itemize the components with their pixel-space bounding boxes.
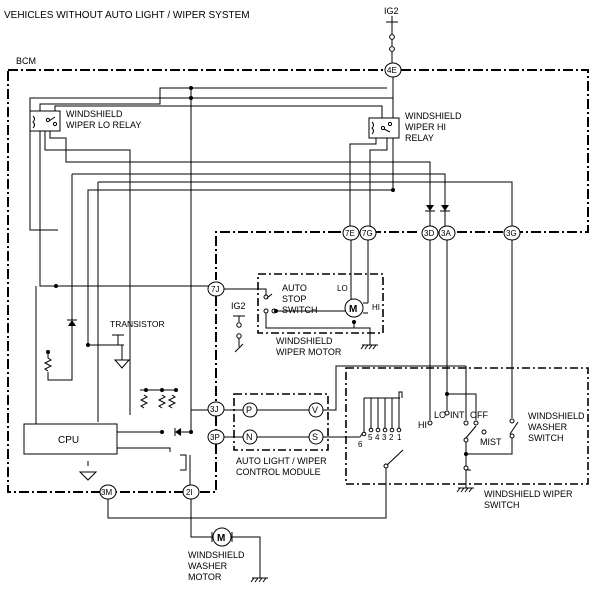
connector-3a: 3A [438,225,456,241]
cpu-label: CPU [58,435,79,446]
wiper-motor-label-1: WINDSHIELD [276,336,333,346]
connector-4e: 4E [384,62,402,78]
connector-3g: 3G [503,225,521,241]
svg-text:SWITCH: SWITCH [282,305,318,315]
svg-text:STOP: STOP [282,294,306,304]
wiper-motor-label-2: WIPER MOTOR [276,347,342,357]
svg-text:2I: 2I [186,488,193,497]
washer-motor: M [211,527,233,547]
svg-text:4: 4 [375,433,380,442]
svg-text:AUTO: AUTO [282,283,307,293]
washer-motor-label-3: MOTOR [188,572,222,582]
hi-relay-label-2: WIPER HI [405,122,446,132]
control-module-label-1: AUTO LIGHT / WIPER [236,456,327,466]
connector-7j: 7J [207,281,225,297]
connector-3m: 3M [99,484,117,500]
svg-text:IG2: IG2 [384,6,399,16]
control-module-label-2: CONTROL MODULE [236,467,321,477]
module-terminal-v: V [308,402,324,418]
svg-text:S: S [312,432,318,442]
sw-hi-label: HI [418,420,427,430]
diagram-title: VEHICLES WITHOUT AUTO LIGHT / WIPER SYST… [4,10,250,21]
svg-text:3D: 3D [424,229,434,238]
auto-stop-switch: AUTO STOP SWITCH [263,283,354,315]
wiper-motor: M LO HI [337,284,380,318]
svg-text:3A: 3A [441,229,451,238]
bcm-label: BCM [16,56,36,66]
transistor: TRANSISTOR [86,319,165,369]
svg-text:2: 2 [389,433,394,442]
washer-motor-label-1: WINDSHIELD [188,550,245,560]
svg-text:M: M [349,304,357,315]
washer-motor-label-2: WASHER [188,561,228,571]
hi-relay-label-1: WINDSHIELD [405,111,462,121]
connector-3p: 3P [207,429,225,445]
connector-7e: 7E [342,225,360,241]
washer-switch-label-1: WINDSHIELD [528,411,585,421]
cpu-block: CPU [23,423,118,455]
svg-text:6: 6 [358,440,363,449]
module-terminal-s: S [308,429,324,445]
sw-lo-label: LO [434,410,446,420]
module-terminal-p: P [242,402,258,418]
ig2-feed-mid: IG2 [231,301,246,353]
svg-text:IG2: IG2 [231,301,246,311]
diode-3d [425,205,435,226]
connector-3d: 3D [421,225,439,241]
connector-2i: 2I [182,484,200,500]
int-selector: 6 5 4 3 2 1 [358,391,403,449]
connector-3j: 3J [207,401,225,417]
ground-switch [456,487,474,493]
svg-text:N: N [246,432,253,442]
ig2-feed-top: IG2 [384,6,399,63]
internal-diode [67,319,77,326]
wiper-switch-label-1: WINDSHIELD WIPER [484,489,573,499]
diode-3a [440,205,450,226]
control-module-boundary [233,393,329,451]
svg-text:TRANSISTOR: TRANSISTOR [110,319,165,329]
wiper-switch-label-2: SWITCH [484,500,520,510]
lo-relay [29,110,61,132]
connector-7g: 7G [359,225,377,241]
svg-text:3: 3 [382,433,387,442]
svg-text:5: 5 [368,433,373,442]
svg-text:3J: 3J [210,405,218,414]
svg-text:M: M [217,533,225,544]
lo-relay-label-2: WIPER LO RELAY [66,120,141,130]
washer-switch-label-3: SWITCH [528,433,564,443]
svg-text:7J: 7J [211,285,219,294]
svg-text:1: 1 [397,433,402,442]
svg-text:3G: 3G [506,229,517,238]
svg-text:3M: 3M [101,488,112,497]
svg-text:7E: 7E [345,229,355,238]
wiper-motor-boundary [257,273,384,334]
svg-text:3P: 3P [210,433,220,442]
resistor-left [43,350,53,372]
ground-motor [360,344,378,350]
sw-mist-label: MIST [480,437,502,447]
svg-text:LO: LO [337,284,348,293]
svg-text:7G: 7G [362,229,373,238]
wiper-switch-boundary [345,367,589,485]
sw-int-label: INT [450,410,465,420]
svg-text:4E: 4E [387,66,397,75]
hi-relay-label-3: RELAY [405,133,434,143]
svg-text:HI: HI [372,303,380,312]
ground-washer [250,577,268,583]
module-terminal-n: N [242,429,258,445]
svg-text:V: V [312,405,318,415]
washer-switch-label-2: WASHER [528,422,568,432]
sw-off-label: OFF [470,410,488,420]
svg-text:P: P [246,405,252,415]
lo-relay-label-1: WINDSHIELD [66,109,123,119]
resistor-group [139,388,178,409]
hi-relay [368,117,400,139]
bcm-boundary [7,69,589,493]
